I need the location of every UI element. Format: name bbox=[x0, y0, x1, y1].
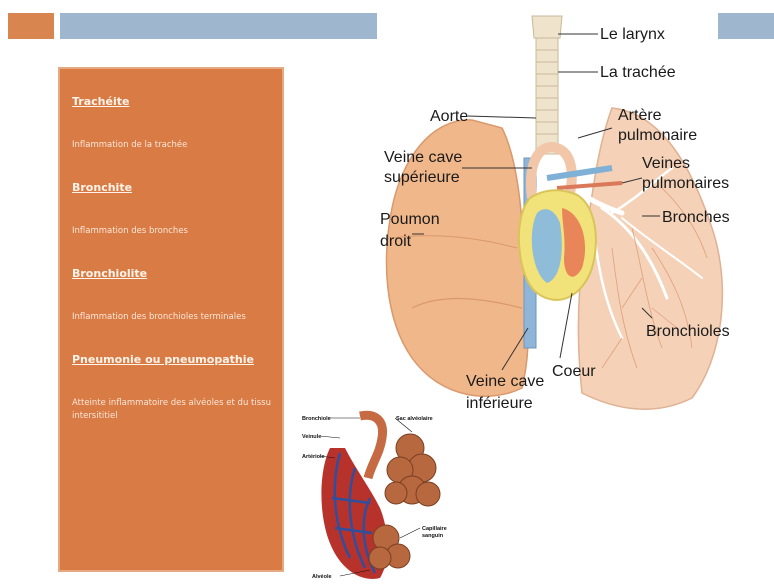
item-text-bronchiolite: Inflammation des bronchioles terminales bbox=[72, 311, 272, 324]
label-bronches: Bronches bbox=[662, 209, 730, 226]
item-text-tracheite: Inflammation de la trachée bbox=[72, 139, 272, 152]
label-sac: Sac alvéolaire bbox=[396, 416, 433, 422]
label-heart: Coeur bbox=[552, 363, 596, 380]
item-text-bronchite: Inflammation des bronches bbox=[72, 225, 272, 238]
label-vci-2: inférieure bbox=[466, 395, 533, 412]
definitions-panel: Trachéite Inflammation de la trachée Bro… bbox=[58, 67, 284, 572]
left-lung bbox=[578, 108, 722, 409]
larynx bbox=[532, 16, 562, 38]
label-aorta: Aorte bbox=[430, 108, 468, 125]
label-larynx: Le larynx bbox=[600, 26, 665, 43]
header-bar-orange bbox=[8, 13, 54, 39]
item-title-bronchiolite: Bronchiolite bbox=[72, 267, 147, 280]
item-text-pneumonie: Atteinte inflammatoire des alvéoles et d… bbox=[72, 397, 272, 423]
respiratory-system-diagram: Le larynx La trachée Aorte Artère pulmon… bbox=[292, 8, 774, 418]
label-lung-1: Poumon bbox=[380, 211, 440, 228]
label-artery-1: Artère bbox=[618, 107, 662, 124]
label-alveole: Alvéole bbox=[312, 574, 332, 580]
item-title-tracheite: Trachéite bbox=[72, 95, 129, 108]
label-vcs-2: supérieure bbox=[384, 169, 460, 186]
label-bronchioles: Bronchioles bbox=[646, 323, 730, 340]
label-capillaire-2: sanguin bbox=[422, 533, 444, 539]
label-trachea: La trachée bbox=[600, 64, 676, 81]
label-lung-2: droit bbox=[380, 233, 412, 250]
label-veins-1: Veines bbox=[642, 155, 690, 172]
label-vci-1: Veine cave bbox=[466, 373, 544, 390]
label-veins-2: pulmonaires bbox=[642, 175, 729, 192]
label-artery-2: pulmonaire bbox=[618, 127, 697, 144]
label-vcs-1: Veine cave bbox=[384, 149, 462, 166]
label-capillaire-1: Capillaire bbox=[422, 526, 447, 532]
label-veinule: Veinule bbox=[302, 434, 321, 440]
label-bronchiole: Bronchiole bbox=[302, 416, 331, 422]
label-arteriole: Artériole bbox=[302, 454, 325, 460]
item-title-pneumonie: Pneumonie ou pneumopathie bbox=[72, 353, 254, 366]
alveoli-inset-diagram: Bronchiole Sac alvéolaire Veinule Artéri… bbox=[300, 408, 460, 588]
item-title-bronchite: Bronchite bbox=[72, 181, 132, 194]
